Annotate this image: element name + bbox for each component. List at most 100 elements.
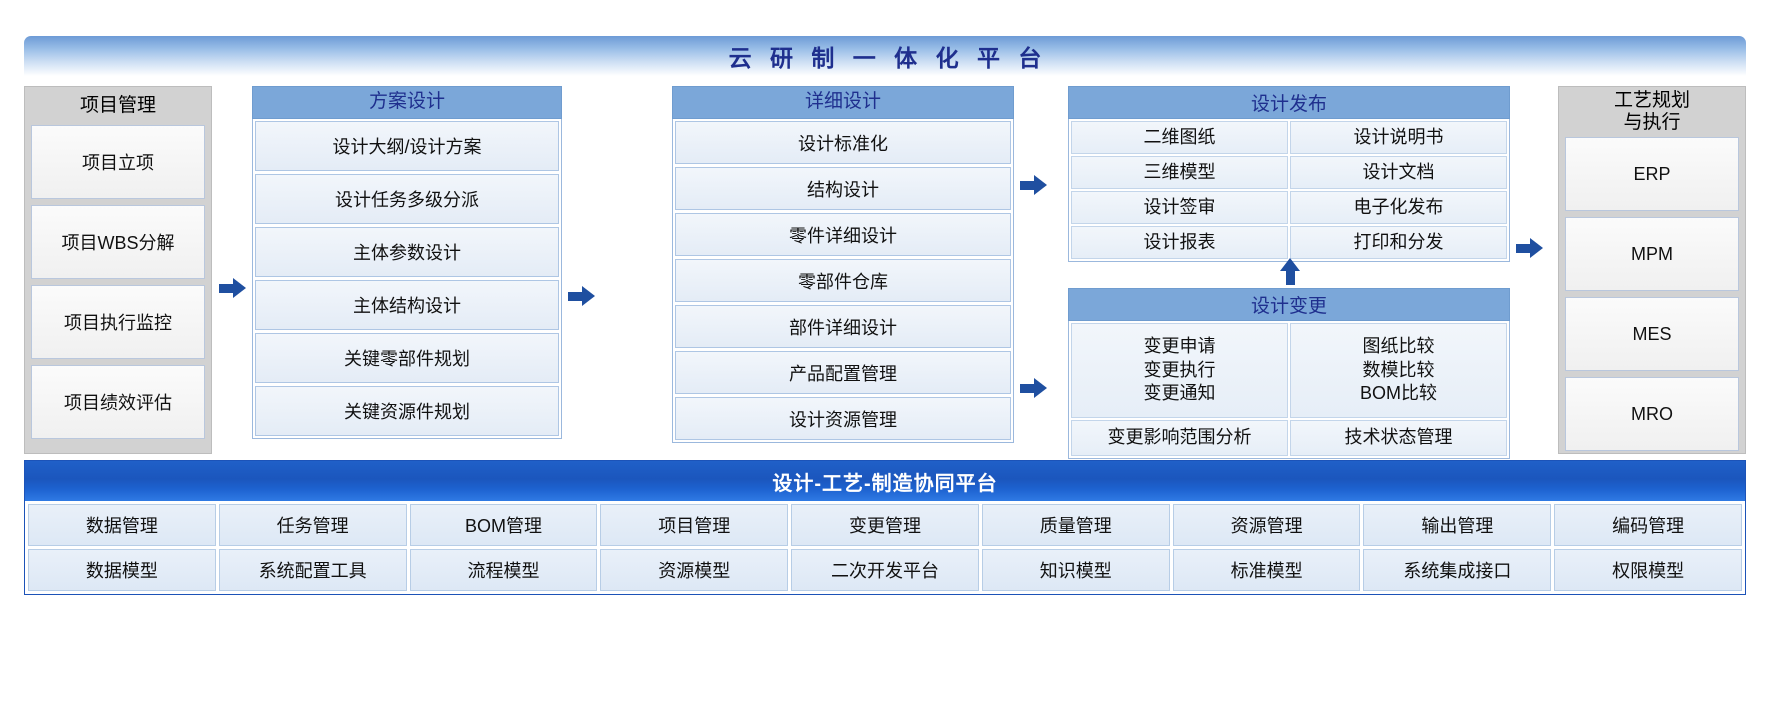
list-item[interactable]: 主体参数设计 [255, 227, 559, 277]
column-process-planning: 工艺规划 与执行 ERP MPM MES MRO [1558, 86, 1746, 454]
column-header-process: 工艺规划 与执行 [1565, 87, 1739, 137]
platform-item[interactable]: 标准模型 [1172, 549, 1361, 591]
page-title: 云 研 制 一 体 化 平 台 [728, 45, 1048, 71]
scheme-item-stack: 设计大纲/设计方案 设计任务多级分派 主体参数设计 主体结构设计 关键零部件规划… [252, 119, 562, 439]
platform-item[interactable]: 资源模型 [600, 549, 789, 591]
change-right-cell[interactable]: 图纸比较 数模比较 BOM比较 [1290, 323, 1507, 418]
arrow-up-change-to-release [1280, 258, 1300, 285]
arrow-shaft [219, 283, 233, 293]
list-item[interactable]: 设计大纲/设计方案 [255, 121, 559, 171]
list-item[interactable]: 项目绩效评估 [31, 365, 205, 439]
column-header-detail: 详细设计 [672, 86, 1014, 119]
platform-row-2: 数据模型 系统配置工具 流程模型 资源模型 二次开发平台 知识模型 标准模型 系… [28, 549, 1743, 591]
platform-item[interactable]: 知识模型 [981, 549, 1170, 591]
platform-item[interactable]: 资源管理 [1172, 504, 1361, 546]
arrow-shaft [1285, 271, 1295, 285]
column-detail-design: 详细设计 设计标准化 结构设计 零件详细设计 零部件仓库 部件详细设计 产品配置… [672, 86, 1014, 443]
platform-item[interactable]: BOM管理 [409, 504, 598, 546]
list-item[interactable]: 变更影响范围分析 [1071, 420, 1288, 456]
list-item[interactable]: MES [1565, 297, 1739, 371]
list-item[interactable]: 设计说明书 [1290, 121, 1507, 154]
list-item[interactable]: 项目执行监控 [31, 285, 205, 359]
table-row: 变更影响范围分析 技术状态管理 [1071, 420, 1507, 456]
arrow-head [1280, 258, 1300, 271]
change-grid: 变更申请 变更执行 变更通知 图纸比较 数模比较 BOM比较 变更影响范围分析 … [1068, 321, 1510, 459]
arrow-shaft [1516, 243, 1530, 253]
arrow-shaft [1020, 383, 1034, 393]
column-header-project: 项目管理 [79, 94, 156, 116]
arrow-head [1034, 175, 1047, 195]
platform-item[interactable]: 项目管理 [600, 504, 789, 546]
list-item: 图纸比较 [1362, 335, 1435, 356]
list-item[interactable]: 主体结构设计 [255, 280, 559, 330]
list-item[interactable]: 电子化发布 [1290, 191, 1507, 224]
list-item[interactable]: 三维模型 [1071, 156, 1288, 189]
column-header-process-line2: 与执行 [1623, 112, 1681, 133]
list-item[interactable]: 结构设计 [675, 167, 1011, 210]
list-item[interactable]: ERP [1565, 137, 1739, 211]
list-item: 变更通知 [1143, 383, 1216, 404]
list-item[interactable]: MPM [1565, 217, 1739, 291]
list-item[interactable]: 零件详细设计 [675, 213, 1011, 256]
list-item[interactable]: 设计签审 [1071, 191, 1288, 224]
list-item[interactable]: 技术状态管理 [1290, 420, 1507, 456]
platform-title: 设计-工艺-制造协同平台 [25, 461, 1745, 501]
list-item[interactable]: 设计报表 [1071, 226, 1288, 259]
panel-design-change: 设计变更 变更申请 变更执行 变更通知 图纸比较 数模比较 BOM比较 变更影响… [1068, 288, 1510, 459]
list-item: 变更执行 [1143, 359, 1216, 380]
list-item[interactable]: 设计标准化 [675, 121, 1011, 164]
list-item[interactable]: 项目立项 [31, 125, 205, 199]
list-item[interactable]: 部件详细设计 [675, 305, 1011, 348]
list-item[interactable]: MRO [1565, 377, 1739, 451]
panel-header-change: 设计变更 [1068, 288, 1510, 321]
list-item[interactable]: 关键资源件规划 [255, 386, 559, 436]
column-scheme-design: 方案设计 设计大纲/设计方案 设计任务多级分派 主体参数设计 主体结构设计 关键… [252, 86, 562, 439]
list-item: 变更申请 [1143, 335, 1216, 356]
platform-item[interactable]: 二次开发平台 [791, 549, 979, 591]
platform-item[interactable]: 编码管理 [1554, 504, 1743, 546]
release-grid: 二维图纸 设计说明书 三维模型 设计文档 设计签审 电子化发布 设计报表 打印和… [1068, 119, 1510, 262]
arrow-right-5 [1516, 238, 1543, 258]
panel-design-release: 设计发布 二维图纸 设计说明书 三维模型 设计文档 设计签审 电子化发布 设计报… [1068, 86, 1510, 262]
platform-item[interactable]: 数据模型 [28, 549, 216, 591]
list-item[interactable]: 设计资源管理 [675, 397, 1011, 440]
arrow-shaft [1020, 180, 1034, 190]
platform-item[interactable]: 输出管理 [1363, 504, 1552, 546]
arrow-shaft [568, 291, 582, 301]
platform-item[interactable]: 权限模型 [1554, 549, 1743, 591]
arrow-head [582, 286, 595, 306]
list-item: BOM比较 [1359, 383, 1437, 404]
table-row: 三维模型 设计文档 [1071, 156, 1507, 189]
platform-item[interactable]: 任务管理 [218, 504, 407, 546]
detail-item-stack: 设计标准化 结构设计 零件详细设计 零部件仓库 部件详细设计 产品配置管理 设计… [672, 119, 1014, 443]
list-item[interactable]: 零部件仓库 [675, 259, 1011, 302]
arrow-right-1 [219, 278, 246, 298]
platform-item[interactable]: 数据管理 [28, 504, 216, 546]
platform-item[interactable]: 系统集成接口 [1363, 549, 1552, 591]
list-item[interactable]: 项目WBS分解 [31, 205, 205, 279]
arrow-head [233, 278, 246, 298]
list-item[interactable]: 设计任务多级分派 [255, 174, 559, 224]
list-item[interactable]: 产品配置管理 [675, 351, 1011, 394]
column-project-management: 项目管理 项目立项 项目WBS分解 项目执行监控 项目绩效评估 [24, 86, 212, 454]
arrow-right-3 [1020, 175, 1047, 195]
panel-header-release: 设计发布 [1068, 86, 1510, 119]
arrow-right-2 [568, 286, 595, 306]
table-row: 设计签审 电子化发布 [1071, 191, 1507, 224]
platform-title-bar: 云 研 制 一 体 化 平 台 [24, 36, 1746, 76]
platform-item[interactable]: 系统配置工具 [218, 549, 407, 591]
table-row: 二维图纸 设计说明书 [1071, 121, 1507, 154]
platform-item[interactable]: 变更管理 [791, 504, 979, 546]
list-item[interactable]: 设计文档 [1290, 156, 1507, 189]
platform-item[interactable]: 质量管理 [981, 504, 1170, 546]
column-header-process-line1: 工艺规划 [1613, 89, 1690, 111]
list-item[interactable]: 二维图纸 [1071, 121, 1288, 154]
list-item[interactable]: 打印和分发 [1290, 226, 1507, 259]
table-row: 变更申请 变更执行 变更通知 图纸比较 数模比较 BOM比较 [1071, 323, 1507, 418]
change-left-cell[interactable]: 变更申请 变更执行 变更通知 [1071, 323, 1288, 418]
list-item[interactable]: 关键零部件规划 [255, 333, 559, 383]
column-header-scheme: 方案设计 [252, 86, 562, 119]
arrow-right-4 [1020, 378, 1047, 398]
platform-item[interactable]: 流程模型 [409, 549, 598, 591]
